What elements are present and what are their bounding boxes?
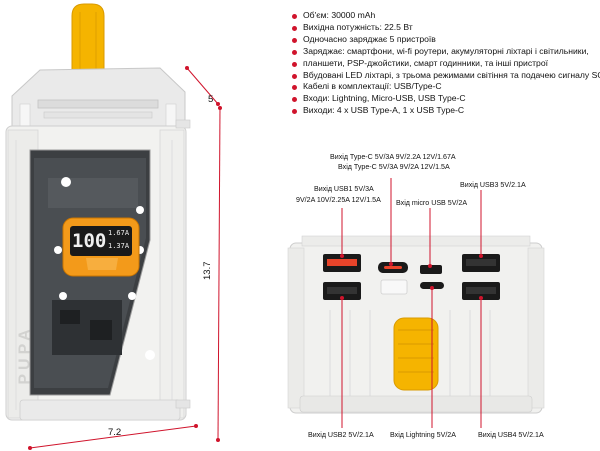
led-light-icon bbox=[61, 177, 71, 187]
led-light-icon bbox=[128, 292, 136, 300]
usb3-label: Вихід USB3 5V/2.1A bbox=[460, 181, 526, 189]
usb4-label: Вихід USB4 5V/2.1A bbox=[478, 431, 544, 439]
display-current-1: 1.67A bbox=[108, 229, 130, 237]
spec-item: Вбудовані LED ліхтарі, з трьома режимами… bbox=[292, 70, 600, 82]
spec-item: Кабелі в комплектації: USB/Type-C bbox=[292, 81, 600, 93]
usb1-title-label: Вихід USB1 5V/3A bbox=[314, 185, 374, 193]
display-current-2: 1.37A bbox=[108, 242, 130, 250]
micro-usb-label: Вхід micro USB 5V/2A bbox=[396, 199, 468, 207]
spec-item: Об'єм: 30000 mAh bbox=[292, 10, 600, 22]
port-leader-dots bbox=[340, 254, 483, 300]
dimension-endpoints bbox=[28, 66, 222, 450]
typec-output-label: Вихід Type-C 5V/3A 9V/2.2A 12V/1.67A bbox=[330, 153, 456, 161]
battery-percent: 100 bbox=[72, 230, 107, 252]
dimension-depth: 5 bbox=[208, 94, 214, 105]
typec-input-label: Вхід Type-C 5V/3A 9V/2A 12V/1.5A bbox=[338, 163, 450, 171]
led-light-icon bbox=[59, 292, 67, 300]
spec-item: Входи: Lightning, Micro-USB, USB Type-C bbox=[292, 93, 600, 105]
usb2-label: Вихід USB2 5V/2.1A bbox=[308, 431, 374, 439]
lightning-label: Вхід Lightning 5V/2A bbox=[390, 431, 456, 439]
dimension-height: 13.7 bbox=[202, 261, 213, 281]
spec-item: Виходи: 4 x USB Type-A, 1 x USB Type-C bbox=[292, 105, 600, 117]
led-light-icon bbox=[145, 350, 155, 360]
spec-item: планшети, PSP-джойстики, смарт годинники… bbox=[292, 58, 600, 70]
dimension-width: 7.2 bbox=[108, 427, 122, 438]
spec-item: Одночасно заряджає 5 пристроїв bbox=[292, 34, 600, 46]
spec-item: Заряджає: смартфони, wi-fi роутери, акум… bbox=[292, 46, 600, 58]
brand-logo: PUPA bbox=[16, 325, 34, 385]
coiled-strap bbox=[393, 317, 439, 391]
spec-list: Об'єм: 30000 mAh Вихідна потужність: 22.… bbox=[292, 10, 600, 117]
dimension-lines bbox=[29, 67, 221, 449]
port-side-view bbox=[287, 235, 545, 414]
port-leader-lines bbox=[341, 178, 482, 428]
usb1-values-label: 9V/2A 10V/2.25A 12V/1.5A bbox=[296, 196, 381, 204]
micro-usb-port bbox=[420, 265, 442, 274]
digital-display bbox=[62, 217, 140, 277]
lightning-port bbox=[420, 282, 444, 289]
led-light-icon bbox=[136, 206, 144, 214]
power-button bbox=[380, 279, 408, 295]
top-cap bbox=[11, 67, 186, 129]
spec-item: Вихідна потужність: 22.5 Вт bbox=[292, 22, 600, 34]
led-light-icon bbox=[54, 246, 62, 254]
